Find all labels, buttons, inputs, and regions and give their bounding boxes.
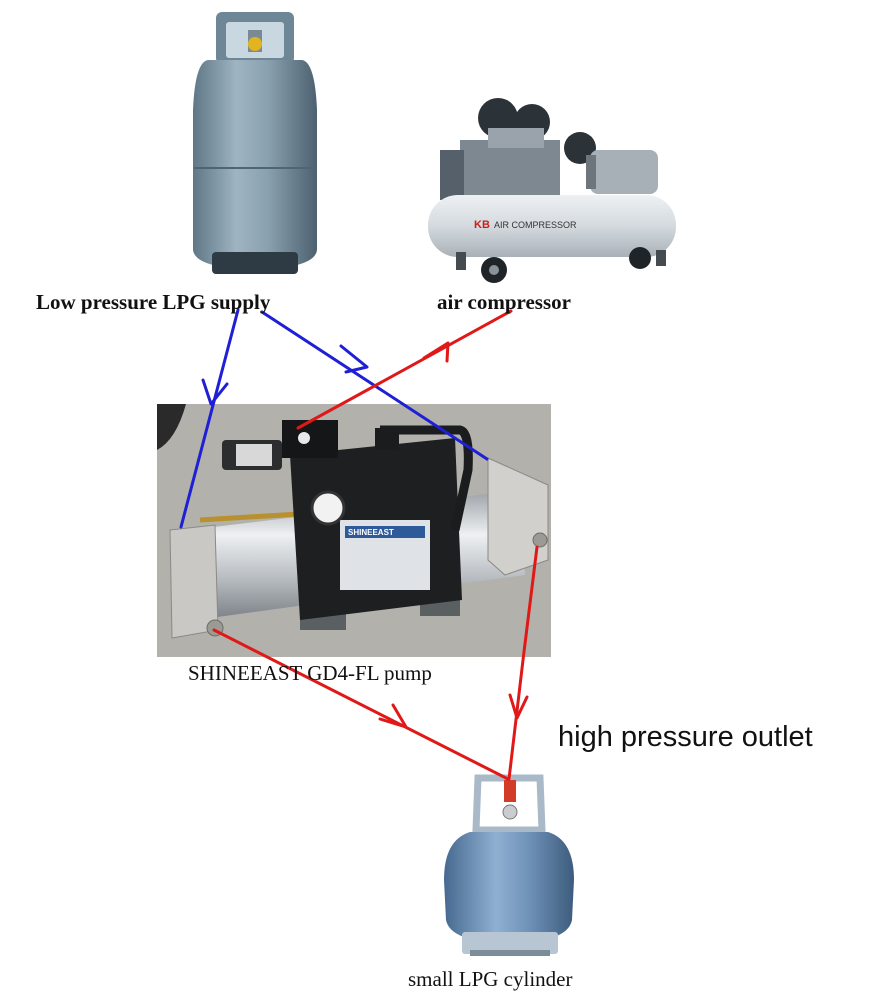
high-pressure-outlet-label: high pressure outlet	[558, 721, 813, 753]
gas-booster-pump-icon: SHINEEAST	[157, 404, 551, 657]
air-line-compressor	[296, 309, 513, 430]
small-lpg-cylinder-icon	[444, 774, 574, 956]
air-flow-arrows	[212, 309, 539, 781]
air-compressor-icon: KB AIR COMPRESSOR	[428, 98, 676, 283]
air-arrowhead-compressor	[422, 341, 450, 363]
lpg-line-left	[179, 308, 240, 529]
lpg-arrowhead-right	[339, 344, 369, 374]
pump-label: SHINEEAST GD4-FL pump	[188, 661, 432, 685]
outlet-arrowhead-right	[508, 693, 529, 720]
large-lpg-tank-icon	[193, 12, 317, 274]
compressor-plate-text: AIR COMPRESSOR	[494, 220, 577, 230]
pump-plate-text: SHINEEAST	[348, 528, 394, 537]
outlet-line-right	[507, 545, 539, 781]
compressor-brand-text: KB	[474, 219, 490, 231]
outlet-line-left	[212, 628, 510, 781]
outlet-arrowhead-left	[378, 703, 408, 729]
small-cylinder-label: small LPG cylinder	[408, 967, 573, 991]
lpg-supply-label: Low pressure LPG supply	[36, 290, 271, 314]
lpg-arrowhead-left	[201, 378, 229, 406]
air-compressor-label: air compressor	[437, 290, 571, 314]
